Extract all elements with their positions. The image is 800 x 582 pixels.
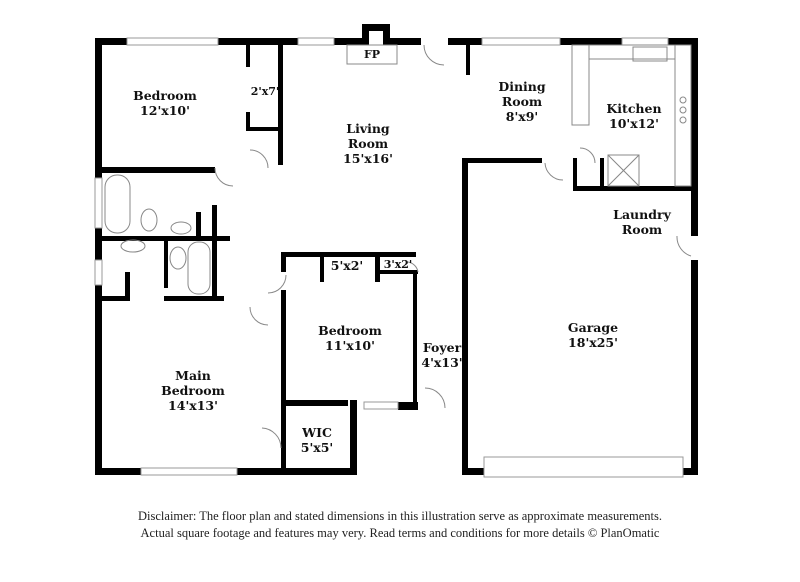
room-name-line2: Room bbox=[621, 222, 663, 237]
room-dimensions: 15'x16' bbox=[343, 151, 393, 166]
room-label-garage: Garage 18'x25' bbox=[568, 320, 618, 350]
room-label-dining-room: Dining Room 8'x9' bbox=[498, 79, 545, 124]
room-dimensions: 11'x10' bbox=[325, 338, 375, 353]
room-label-closet-hall: 5'x2' bbox=[331, 258, 364, 273]
room-name: Kitchen bbox=[606, 101, 662, 116]
room-name: WIC bbox=[302, 425, 332, 440]
room-label-foyer: Foyer 4'x13' bbox=[421, 340, 462, 370]
room-label-bedroom-nw: Bedroom 12'x10' bbox=[133, 88, 197, 118]
room-dimensions: 14'x13' bbox=[168, 398, 218, 413]
room-dimensions: 3'x2' bbox=[383, 258, 413, 271]
room-dimensions: 18'x25' bbox=[568, 335, 618, 350]
room-dimensions: 10'x12' bbox=[609, 116, 659, 131]
disclaimer: Disclaimer: The floor plan and stated di… bbox=[0, 508, 800, 542]
room-name: Bedroom bbox=[133, 88, 197, 103]
room-label-wic: WIC 5'x5' bbox=[301, 425, 334, 455]
room-name-line1: Living bbox=[346, 121, 390, 136]
fixtures bbox=[104, 44, 692, 449]
room-label-living-room: Living Room 15'x16' bbox=[343, 121, 393, 166]
room-name: Garage bbox=[567, 320, 619, 335]
room-name: Foyer bbox=[422, 340, 462, 355]
exterior-walls bbox=[95, 24, 698, 475]
windows bbox=[94, 37, 684, 478]
room-label-closet-foyer: 3'x2' bbox=[384, 257, 413, 272]
room-dimensions: 4'x13' bbox=[421, 355, 463, 370]
room-label-closet-nw: 2'x7' bbox=[251, 84, 280, 99]
room-dimensions: 8'x9' bbox=[505, 109, 539, 124]
room-name-line2: Room bbox=[501, 94, 543, 109]
room-name-line2: Bedroom bbox=[161, 383, 225, 398]
room-name-line1: Main bbox=[175, 368, 211, 383]
room-label-main-bedroom: Main Bedroom 14'x13' bbox=[161, 368, 225, 413]
room-name: FP bbox=[363, 48, 381, 61]
room-dimensions: 5'x2' bbox=[330, 258, 364, 273]
disclaimer-line2: Actual square footage and features may v… bbox=[140, 526, 660, 540]
room-name: Bedroom bbox=[318, 323, 382, 338]
room-label-bedroom-center: Bedroom 11'x10' bbox=[318, 323, 382, 353]
disclaimer-line1: Disclaimer: The floor plan and stated di… bbox=[138, 509, 662, 523]
room-dimensions: 12'x10' bbox=[140, 103, 190, 118]
room-label-fireplace: FP bbox=[364, 47, 380, 62]
room-name-line2: Room bbox=[347, 136, 389, 151]
room-label-kitchen: Kitchen 10'x12' bbox=[606, 101, 661, 131]
interior-walls bbox=[95, 45, 698, 475]
room-dimensions: 2'x7' bbox=[250, 85, 280, 98]
room-dimensions: 5'x5' bbox=[300, 440, 334, 455]
room-name-line1: Laundry bbox=[613, 207, 671, 222]
room-name-line1: Dining bbox=[498, 79, 546, 94]
room-label-laundry-room: Laundry Room bbox=[613, 207, 671, 237]
